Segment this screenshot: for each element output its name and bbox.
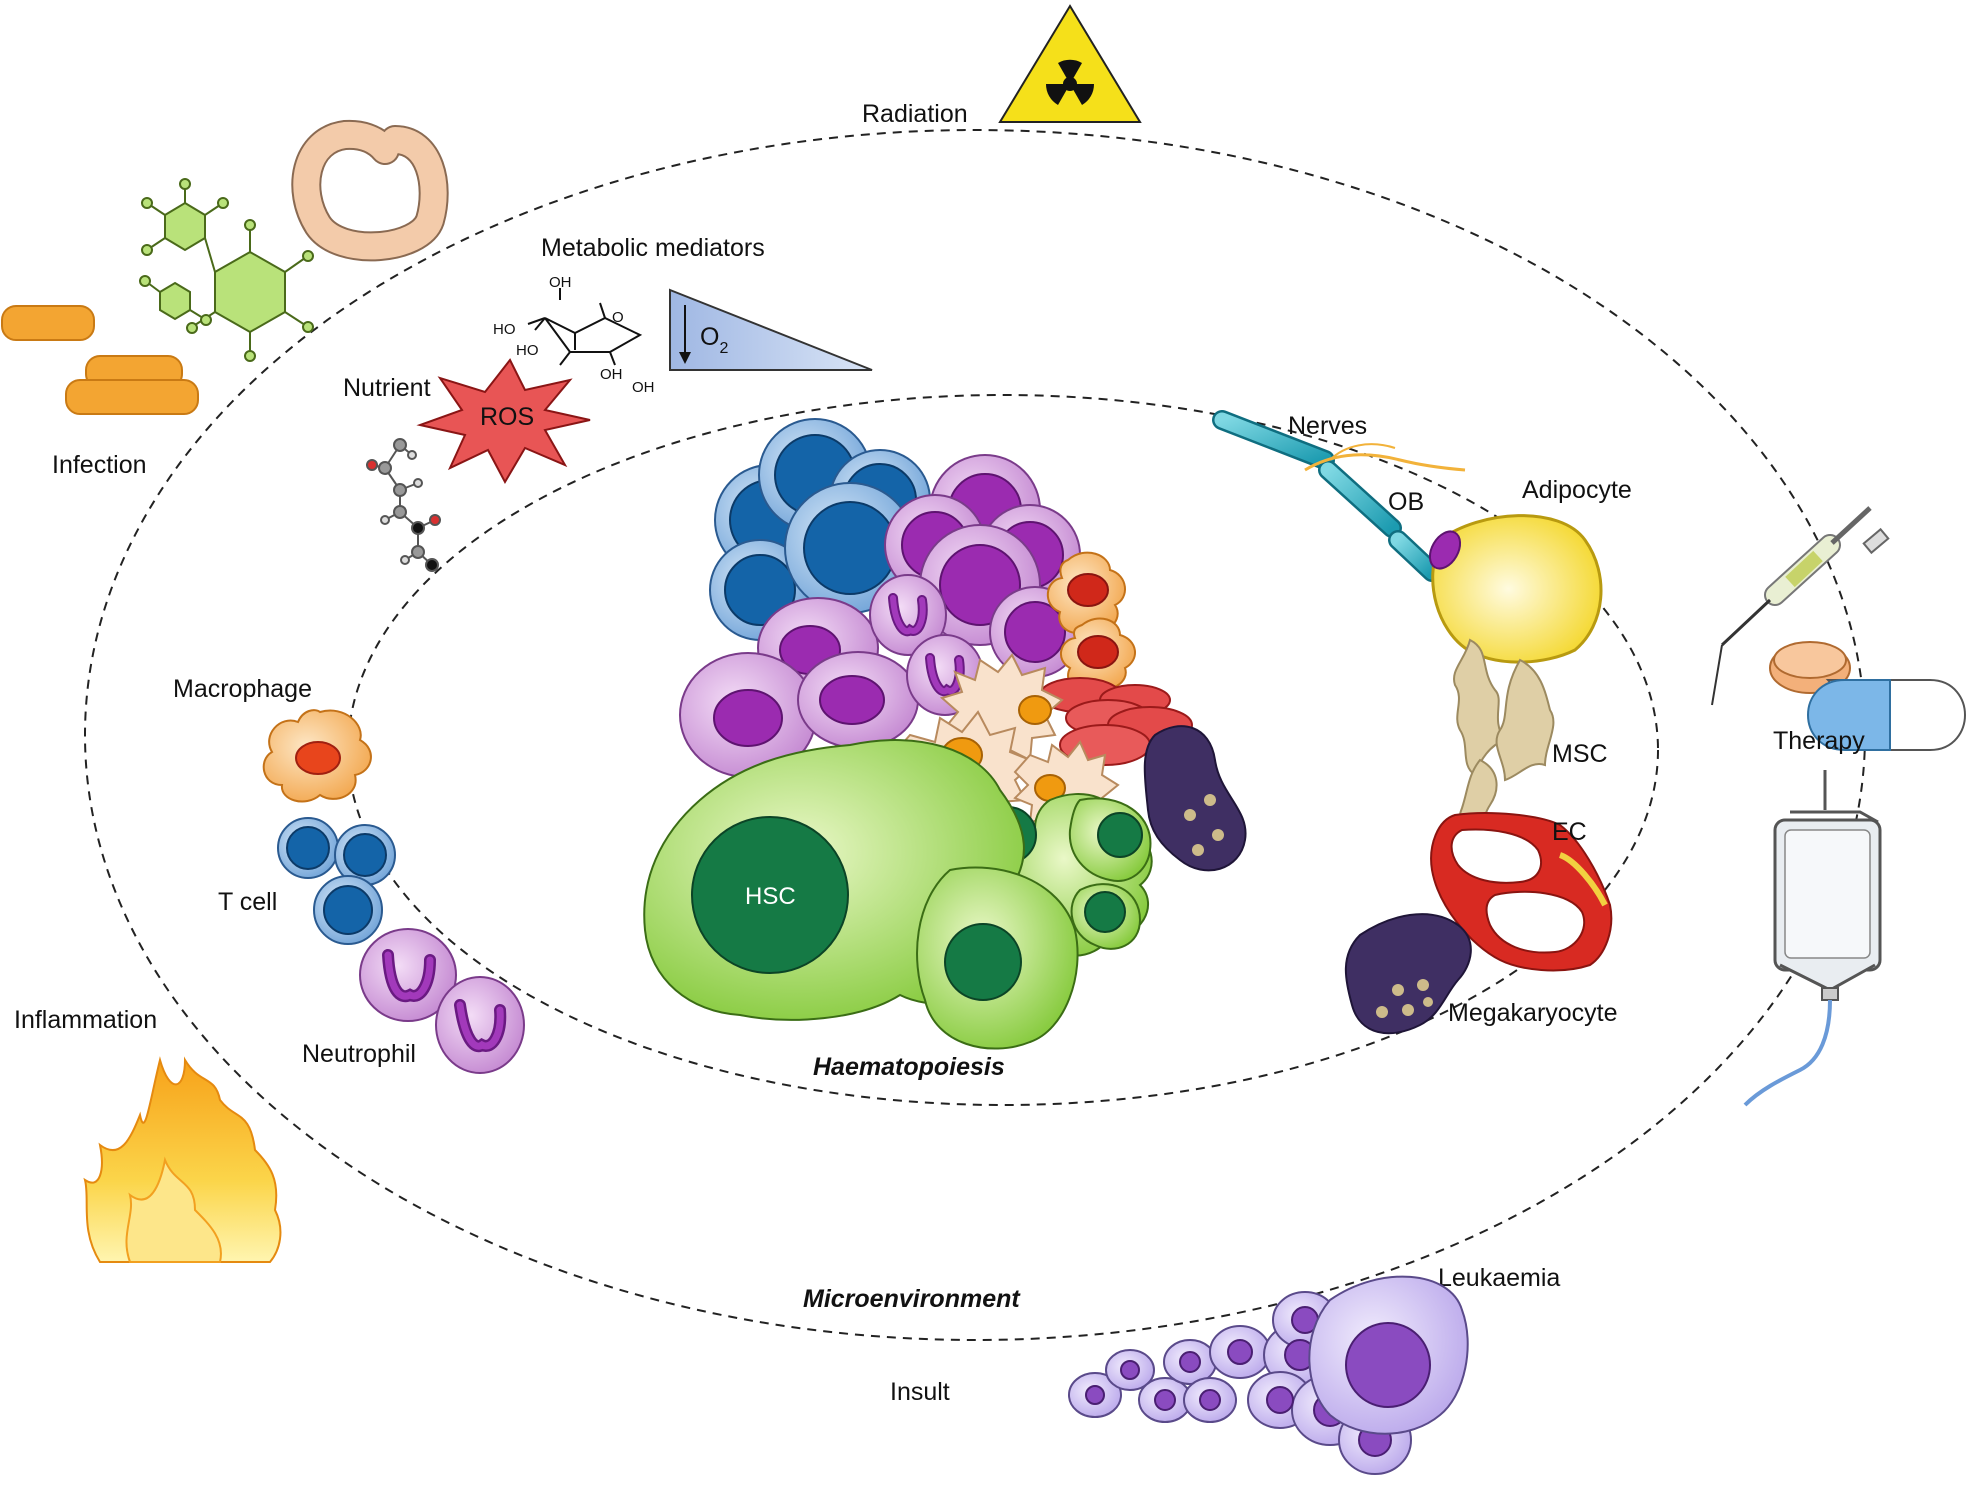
adipocyte-label: Adipocyte bbox=[1522, 476, 1632, 504]
microenvironment-label: Microenvironment bbox=[803, 1285, 1021, 1313]
radiation-icon bbox=[998, 4, 1142, 123]
bacteria-icon bbox=[1, 305, 199, 415]
msc-cells bbox=[1453, 638, 1555, 852]
neutrophil-cells bbox=[359, 928, 525, 1074]
nerve-fiber bbox=[1212, 410, 1466, 582]
central-megakaryocyte bbox=[1143, 725, 1247, 872]
ec-label: EC bbox=[1552, 818, 1587, 846]
glucose-ho-left: HO bbox=[493, 321, 516, 338]
nutrient-molecule-icon bbox=[366, 438, 441, 572]
glucose-oh-top: OH bbox=[549, 274, 572, 291]
neutrophil-label: Neutrophil bbox=[302, 1040, 416, 1068]
iv-bag-icon bbox=[1743, 770, 1882, 1107]
ros-burst-icon: ROS bbox=[416, 358, 591, 485]
lymphocyte-cluster bbox=[709, 418, 931, 641]
megakaryocyte-cell bbox=[1344, 913, 1472, 1035]
glucose-ho-mid: HO bbox=[516, 342, 539, 359]
pill-tablet-icon bbox=[1769, 641, 1967, 751]
glucose-ring-o: O bbox=[612, 309, 624, 326]
endothelial-vessel bbox=[1430, 812, 1613, 972]
therapy-label: Therapy bbox=[1773, 727, 1865, 755]
syringe-icon bbox=[1711, 506, 1890, 706]
red-blood-cells bbox=[1039, 677, 1193, 766]
t-cell-label: T cell bbox=[218, 888, 277, 916]
macrophage-cell bbox=[262, 709, 372, 803]
green-daughter-cell bbox=[916, 866, 1079, 1050]
leukaemia-label: Leukaemia bbox=[1438, 1264, 1560, 1292]
radiation-label: Radiation bbox=[862, 100, 968, 128]
metabolic-mediators-label: Metabolic mediators bbox=[541, 234, 765, 262]
infection-label: Infection bbox=[52, 451, 147, 479]
glucose-molecule: OH HO HO O OH OH bbox=[493, 274, 655, 396]
worm-icon bbox=[291, 119, 449, 262]
adipocyte-cell bbox=[1428, 514, 1603, 664]
fire-icon bbox=[83, 1056, 282, 1263]
nerves-label: Nerves bbox=[1288, 412, 1367, 440]
glucose-oh-bottom1: OH bbox=[600, 366, 623, 383]
oxygen-gradient: O2 bbox=[669, 288, 873, 371]
central-orange-cells bbox=[1046, 551, 1136, 690]
virus-molecule-icon bbox=[139, 178, 314, 362]
ob-label: OB bbox=[1388, 488, 1424, 516]
glucose-oh-bottom2: OH bbox=[632, 379, 655, 396]
ros-label: ROS bbox=[480, 403, 534, 431]
nutrient-label: Nutrient bbox=[343, 374, 431, 402]
macrophage-label: Macrophage bbox=[173, 675, 312, 703]
msc-label: MSC bbox=[1552, 740, 1608, 768]
inflammation-label: Inflammation bbox=[14, 1006, 157, 1034]
leukaemia-cell-cluster bbox=[1068, 1275, 1469, 1475]
o2-label: O2 bbox=[700, 323, 728, 357]
t-cell-cluster bbox=[277, 817, 396, 945]
haematopoiesis-label: Haematopoiesis bbox=[813, 1053, 1005, 1081]
insult-label: Insult bbox=[890, 1378, 950, 1406]
megakaryocyte-label: Megakaryocyte bbox=[1448, 999, 1618, 1027]
hsc-label: HSC bbox=[745, 883, 796, 910]
